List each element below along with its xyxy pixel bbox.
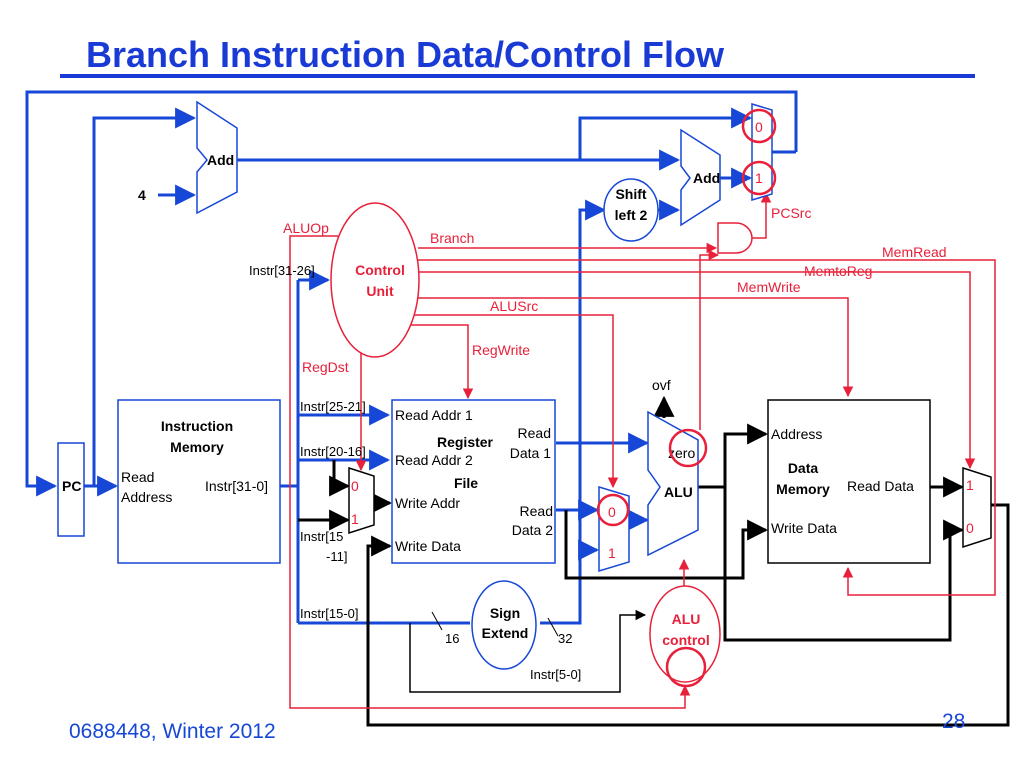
alu-ovf: ovf xyxy=(652,377,671,393)
field-instr-25-21: Instr[25-21] xyxy=(300,399,366,414)
signal-memwrite: MemWrite xyxy=(737,279,801,295)
pc-mux-1-highlight xyxy=(741,160,777,196)
sign-label-2: Extend xyxy=(482,625,529,641)
alusrc-mux-0-highlight xyxy=(596,493,630,527)
signal-regdst: RegDst xyxy=(302,359,349,375)
alu-zero: zero xyxy=(668,445,695,461)
pc-mux xyxy=(751,102,773,202)
control-unit xyxy=(330,202,420,358)
width-32: 32 xyxy=(558,631,572,646)
aluc-label-2: control xyxy=(662,632,709,648)
shift-left-2 xyxy=(603,178,659,242)
aluc-label-1: ALU xyxy=(672,611,701,627)
memtoreg-mux-0: 0 xyxy=(966,520,974,536)
rf-read-addr-2: Read Addr 2 xyxy=(395,452,473,468)
field-instr-20-16: Instr[20-16] xyxy=(300,444,366,459)
field-instr-15-11a: Instr[15 xyxy=(300,529,343,544)
signal-memtoreg: MemtoReg xyxy=(804,263,872,279)
rf-write-data: Write Data xyxy=(395,538,461,554)
im-title-1: Instruction xyxy=(161,418,233,434)
footer-course: 0688448, Winter 2012 xyxy=(69,720,276,743)
regdst-mux-1: 1 xyxy=(351,511,359,527)
im-output: Instr[31-0] xyxy=(205,478,268,494)
constant-four: 4 xyxy=(138,187,146,203)
signal-pcsrc: PCSrc xyxy=(771,205,811,221)
field-instr-15-11b: -11] xyxy=(326,549,347,564)
signal-alusrc: ALUSrc xyxy=(490,298,538,314)
pc-mux-0-highlight xyxy=(741,108,777,144)
rf-write-addr: Write Addr xyxy=(395,495,460,511)
regdst-mux xyxy=(348,466,375,535)
pc-label: PC xyxy=(62,478,81,494)
black-wires xyxy=(298,395,1010,727)
pc-mux-0: 0 xyxy=(755,119,763,135)
blue-wires xyxy=(25,90,798,625)
register-file xyxy=(391,399,556,564)
signal-aluop: ALUOp xyxy=(283,220,329,236)
control-label-1: Control xyxy=(355,262,405,278)
branch-and-gate xyxy=(717,222,753,254)
rf-read-addr-1: Read Addr 1 xyxy=(395,407,473,423)
field-instr-31-26: Instr[31-26] xyxy=(249,263,315,278)
dm-title-2: Memory xyxy=(776,481,830,497)
footer-page-number: 28 xyxy=(942,710,965,733)
alusrc-mux-1: 1 xyxy=(608,545,616,561)
pc-mux-1: 1 xyxy=(755,170,763,186)
alusrc-mux-0: 0 xyxy=(608,504,616,520)
alusrc-mux xyxy=(598,485,630,573)
im-read-2: Address xyxy=(121,489,172,505)
signal-memread: MemRead xyxy=(882,244,947,260)
rf-read-data-2a: Read xyxy=(520,503,553,519)
width-16: 16 xyxy=(445,631,459,646)
branch-adder-label: Add xyxy=(693,170,720,186)
width-tick-32 xyxy=(547,617,559,637)
control-wires xyxy=(289,191,996,709)
zero-highlight xyxy=(668,428,708,468)
field-instr-15-0: Instr[15-0] xyxy=(300,606,359,621)
sign-label-1: Sign xyxy=(490,605,520,621)
im-read-1: Read xyxy=(121,469,154,485)
rf-title-1: Register xyxy=(437,434,494,450)
pc-adder-label: Add xyxy=(207,152,234,168)
signal-regwrite: RegWrite xyxy=(472,342,530,358)
rf-read-data-2b: Data 2 xyxy=(512,522,553,538)
alu-label: ALU xyxy=(664,484,693,500)
rf-read-data-1b: Data 1 xyxy=(510,445,551,461)
dm-write-data: Write Data xyxy=(771,520,837,536)
alu xyxy=(647,410,699,557)
regdst-mux-0: 0 xyxy=(351,478,359,494)
field-instr-5-0: Instr[5-0] xyxy=(530,667,581,682)
sign-extend xyxy=(471,580,537,670)
dm-read-data: Read Data xyxy=(847,478,914,494)
dm-title-1: Data xyxy=(788,460,819,476)
funct-wire xyxy=(409,609,647,693)
aluop-highlight xyxy=(665,646,707,688)
instruction-memory xyxy=(117,399,281,564)
memtoreg-mux xyxy=(962,466,992,549)
pc-adder xyxy=(196,100,238,215)
pc-register xyxy=(57,442,85,537)
signal-branch: Branch xyxy=(430,230,474,246)
width-tick-16 xyxy=(431,611,443,631)
dm-address: Address xyxy=(771,426,822,442)
branch-adder xyxy=(680,128,721,227)
shift-label-2: left 2 xyxy=(615,207,648,223)
rf-read-data-1a: Read xyxy=(518,425,551,441)
slide-title: Branch Instruction Data/Control Flow xyxy=(86,34,725,75)
control-label-2: Unit xyxy=(366,283,394,299)
data-memory xyxy=(767,399,931,564)
shift-label-1: Shift xyxy=(615,186,646,202)
rf-title-2: File xyxy=(454,475,478,491)
im-title-2: Memory xyxy=(170,439,224,455)
memtoreg-mux-1: 1 xyxy=(966,477,974,493)
